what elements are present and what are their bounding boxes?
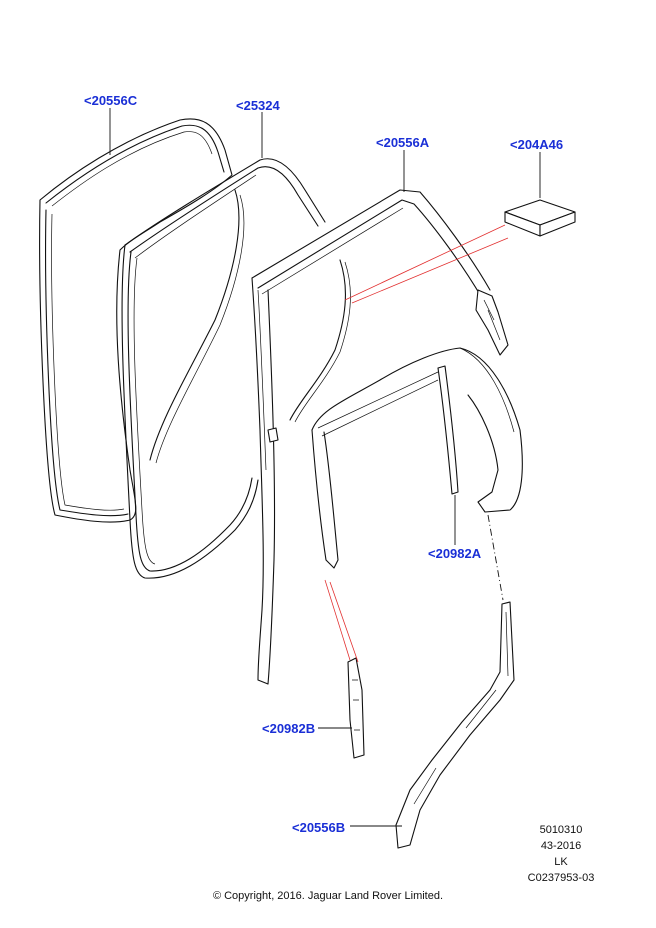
meta-line-4: C0237953-03 xyxy=(527,872,595,884)
alignment-dashline xyxy=(487,514,504,601)
callout-20556B[interactable]: <20556B xyxy=(292,820,346,835)
glass-channel xyxy=(311,347,523,569)
redline-a2 xyxy=(351,237,509,304)
redline-b1 xyxy=(324,579,351,661)
trim-piece xyxy=(347,657,365,759)
callout-20982A[interactable]: <20982A xyxy=(428,546,482,561)
redline-a1 xyxy=(344,224,506,301)
callout-204A46[interactable]: <204A46 xyxy=(510,137,564,152)
callout-20556A[interactable]: <20556A xyxy=(376,135,430,150)
inner-door-seal xyxy=(121,158,326,579)
copyright-notice: © Copyright, 2016. Jaguar Land Rover Lim… xyxy=(212,890,444,902)
glass-run-channel xyxy=(251,189,509,685)
lower-seal xyxy=(395,601,515,849)
meta-line-2: 43-2016 xyxy=(540,840,582,852)
callout-20982B[interactable]: <20982B xyxy=(262,721,316,736)
outer-door-seal xyxy=(39,118,233,523)
meta-line-1: 5010310 xyxy=(539,824,583,836)
callout-25324[interactable]: <25324 xyxy=(236,98,280,113)
callout-20556C[interactable]: <20556C xyxy=(84,93,138,108)
diagram-meta: 5010310 43-2016 LK C0237953-03 xyxy=(521,822,601,886)
meta-line-3: LK xyxy=(554,856,568,868)
redline-b2 xyxy=(329,581,359,663)
pad-part xyxy=(504,199,576,237)
